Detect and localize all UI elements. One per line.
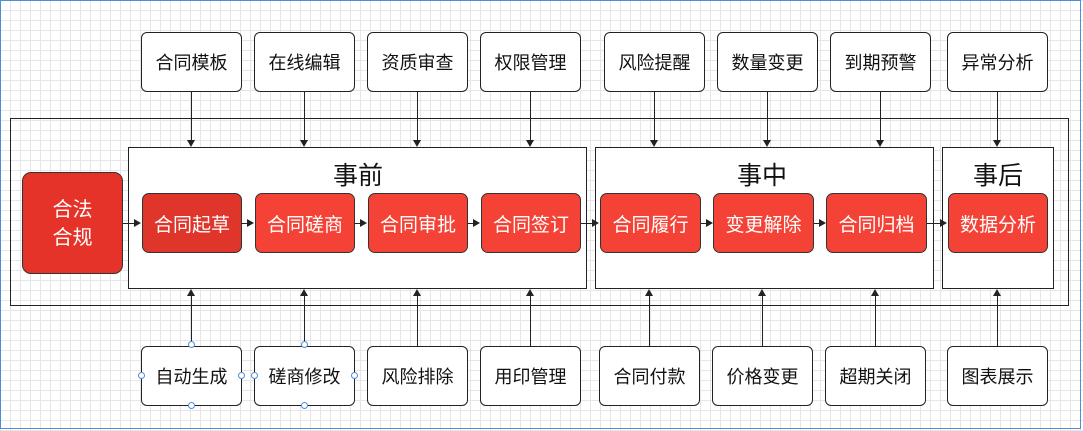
top-feature-online-edit[interactable]: 在线编辑 xyxy=(254,32,355,92)
top-feature-permission[interactable]: 权限管理 xyxy=(480,32,581,92)
top-connector xyxy=(417,92,418,140)
bottom-connector xyxy=(304,296,305,346)
top-arrow xyxy=(526,140,534,147)
connector-line xyxy=(355,223,361,224)
top-arrow xyxy=(413,140,421,147)
step-perform[interactable]: 合同履行 xyxy=(600,193,701,253)
bottom-connector xyxy=(762,296,763,346)
connector-arrow xyxy=(940,219,947,227)
step-change-terminate[interactable]: 变更解除 xyxy=(713,193,814,253)
top-connector xyxy=(880,92,881,140)
connector-arrow xyxy=(819,219,826,227)
top-arrow xyxy=(300,140,308,147)
bottom-connector xyxy=(997,296,998,346)
selection-handle[interactable] xyxy=(351,372,358,379)
bottom-feature-seal-management[interactable]: 用印管理 xyxy=(480,346,581,406)
top-feature-qualification[interactable]: 资质审查 xyxy=(367,32,468,92)
top-feature-expiry-warning[interactable]: 到期预警 xyxy=(830,32,931,92)
connector-line xyxy=(927,223,941,224)
step-data-analysis[interactable]: 数据分析 xyxy=(948,193,1048,253)
top-arrow xyxy=(650,140,658,147)
bottom-connector xyxy=(649,296,650,346)
connector-line xyxy=(242,223,248,224)
bottom-feature-risk-elimination[interactable]: 风险排除 xyxy=(367,346,468,406)
top-connector xyxy=(530,92,531,140)
top-feature-template[interactable]: 合同模板 xyxy=(141,32,242,92)
connector-arrow xyxy=(134,219,141,227)
bottom-feature-payment[interactable]: 合同付款 xyxy=(599,346,700,406)
selection-handle[interactable] xyxy=(238,372,245,379)
top-connector xyxy=(997,92,998,140)
bottom-connector xyxy=(875,296,876,346)
compliance-line2: 合规 xyxy=(52,225,93,249)
connector-line xyxy=(468,223,474,224)
bottom-arrow xyxy=(645,289,653,296)
connector-arrow xyxy=(473,219,480,227)
step-negotiate[interactable]: 合同磋商 xyxy=(255,193,355,253)
top-arrow xyxy=(993,140,1001,147)
bottom-arrow xyxy=(413,289,421,296)
top-feature-quantity-change[interactable]: 数量变更 xyxy=(717,32,818,92)
step-draft[interactable]: 合同起草 xyxy=(142,193,242,253)
step-approve[interactable]: 合同审批 xyxy=(368,193,468,253)
bottom-connector xyxy=(530,296,531,346)
selection-handle[interactable] xyxy=(138,372,145,379)
top-arrow xyxy=(876,140,884,147)
bottom-arrow xyxy=(300,289,308,296)
top-feature-anomaly-analysis[interactable]: 异常分析 xyxy=(947,32,1048,92)
top-arrow xyxy=(763,140,771,147)
compliance-line1: 合法 xyxy=(52,197,93,221)
bottom-feature-auto-generate[interactable]: 自动生成 xyxy=(141,346,242,406)
selection-handle[interactable] xyxy=(188,402,195,409)
connector-arrow xyxy=(592,219,599,227)
connector-arrow xyxy=(247,219,254,227)
bottom-arrow xyxy=(871,289,879,296)
bottom-connector xyxy=(191,296,192,346)
connector-arrow xyxy=(706,219,713,227)
bottom-arrow xyxy=(187,289,195,296)
compliance-box[interactable]: 合法 合规 xyxy=(22,172,123,274)
bottom-connector xyxy=(417,296,418,346)
selection-handle[interactable] xyxy=(301,402,308,409)
top-arrow xyxy=(187,140,195,147)
top-connector xyxy=(767,92,768,140)
group-during-title: 事中 xyxy=(736,161,787,190)
connector-arrow xyxy=(360,219,367,227)
bottom-feature-overdue-close[interactable]: 超期关闭 xyxy=(825,346,926,406)
selection-handle[interactable] xyxy=(188,341,195,348)
bottom-arrow xyxy=(758,289,766,296)
top-connector xyxy=(654,92,655,140)
group-before-title: 事前 xyxy=(332,161,383,190)
step-archive[interactable]: 合同归档 xyxy=(826,193,927,253)
group-after-title: 事后 xyxy=(972,161,1023,190)
bottom-arrow xyxy=(993,289,1001,296)
step-sign[interactable]: 合同签订 xyxy=(481,193,581,253)
connector-line xyxy=(123,223,135,224)
process-container xyxy=(10,118,1069,306)
bottom-feature-price-change[interactable]: 价格变更 xyxy=(712,346,813,406)
bottom-arrow xyxy=(526,289,534,296)
connector-line xyxy=(581,223,593,224)
connector-line xyxy=(701,223,707,224)
bottom-feature-negotiate-edit[interactable]: 磋商修改 xyxy=(254,346,355,406)
connector-line xyxy=(814,223,820,224)
bottom-feature-chart-display[interactable]: 图表展示 xyxy=(947,346,1048,406)
selection-handle[interactable] xyxy=(251,372,258,379)
selection-handle[interactable] xyxy=(301,341,308,348)
top-connector xyxy=(304,92,305,140)
top-feature-risk-alert[interactable]: 风险提醒 xyxy=(604,32,705,92)
top-connector xyxy=(191,92,192,140)
